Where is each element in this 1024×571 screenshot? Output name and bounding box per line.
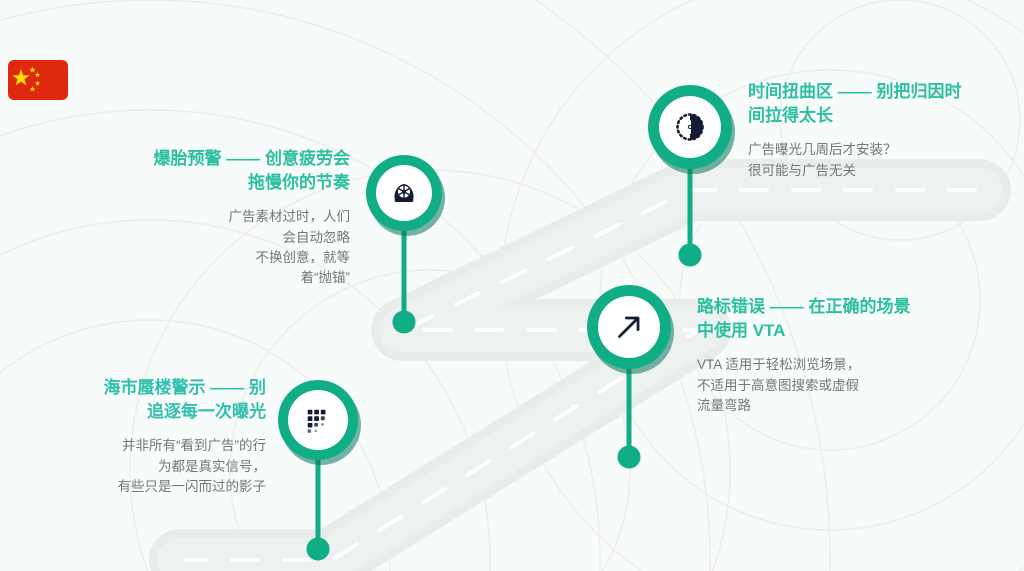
flat-tire-icon (394, 184, 414, 202)
callout-body: 广告素材过时，人们 会自动忽略 不换创意，就等 着“抛锚” (228, 209, 351, 285)
callout-heading: 爆胎预警 —— 创意疲劳会 拖慢你的节奏 (153, 149, 350, 193)
clock-icon (676, 113, 704, 141)
marker-core (288, 390, 348, 450)
callout-mirage-warning: 海市蜃楼警示 —— 别 追逐每一次曝光 并非所有“看到广告”的行 为都是真实信号… (66, 376, 266, 497)
marker-core (376, 165, 432, 221)
marker-mirage-warning[interactable] (278, 380, 358, 460)
callout-body: 广告曝光几周后才安装？ 很可能与广告无关 (748, 142, 897, 178)
marker-core (659, 96, 721, 158)
callout-blowout-warning: 爆胎预警 —— 创意疲劳会 拖慢你的节奏 广告素材过时，人们 会自动忽略 不换创… (130, 147, 350, 288)
callout-body: 并非所有“看到广告”的行 为都是真实信号， 有些只是一闪而过的影子 (117, 438, 267, 494)
china-flag-badge (8, 60, 68, 100)
marker-core (598, 296, 660, 358)
callout-heading: 时间扭曲区 —— 别把归因时 间拉得太长 (748, 82, 962, 126)
callout-body: VTA 适用于轻松浏览场景， 不适用于高意图搜索或虚假 流量弯路 (697, 357, 861, 413)
marker-blowout-warning[interactable] (366, 155, 442, 231)
callout-heading: 路标错误 —— 在正确的场景 中使用 VTA (697, 297, 911, 341)
callout-heading: 海市蜃楼警示 —— 别 追逐每一次曝光 (103, 378, 266, 422)
marker-wrong-signpost[interactable] (587, 285, 671, 369)
pixel-grid-icon (307, 409, 326, 433)
arrow-up-right-icon (618, 316, 640, 338)
marker-time-warp[interactable] (648, 85, 732, 169)
callout-wrong-signpost: 路标错误 —— 在正确的场景 中使用 VTA VTA 适用于轻松浏览场景， 不适… (697, 295, 967, 416)
callout-time-warp: 时间扭曲区 —— 别把归因时 间拉得太长 广告曝光几周后才安装？ 很可能与广告无… (748, 80, 1008, 181)
